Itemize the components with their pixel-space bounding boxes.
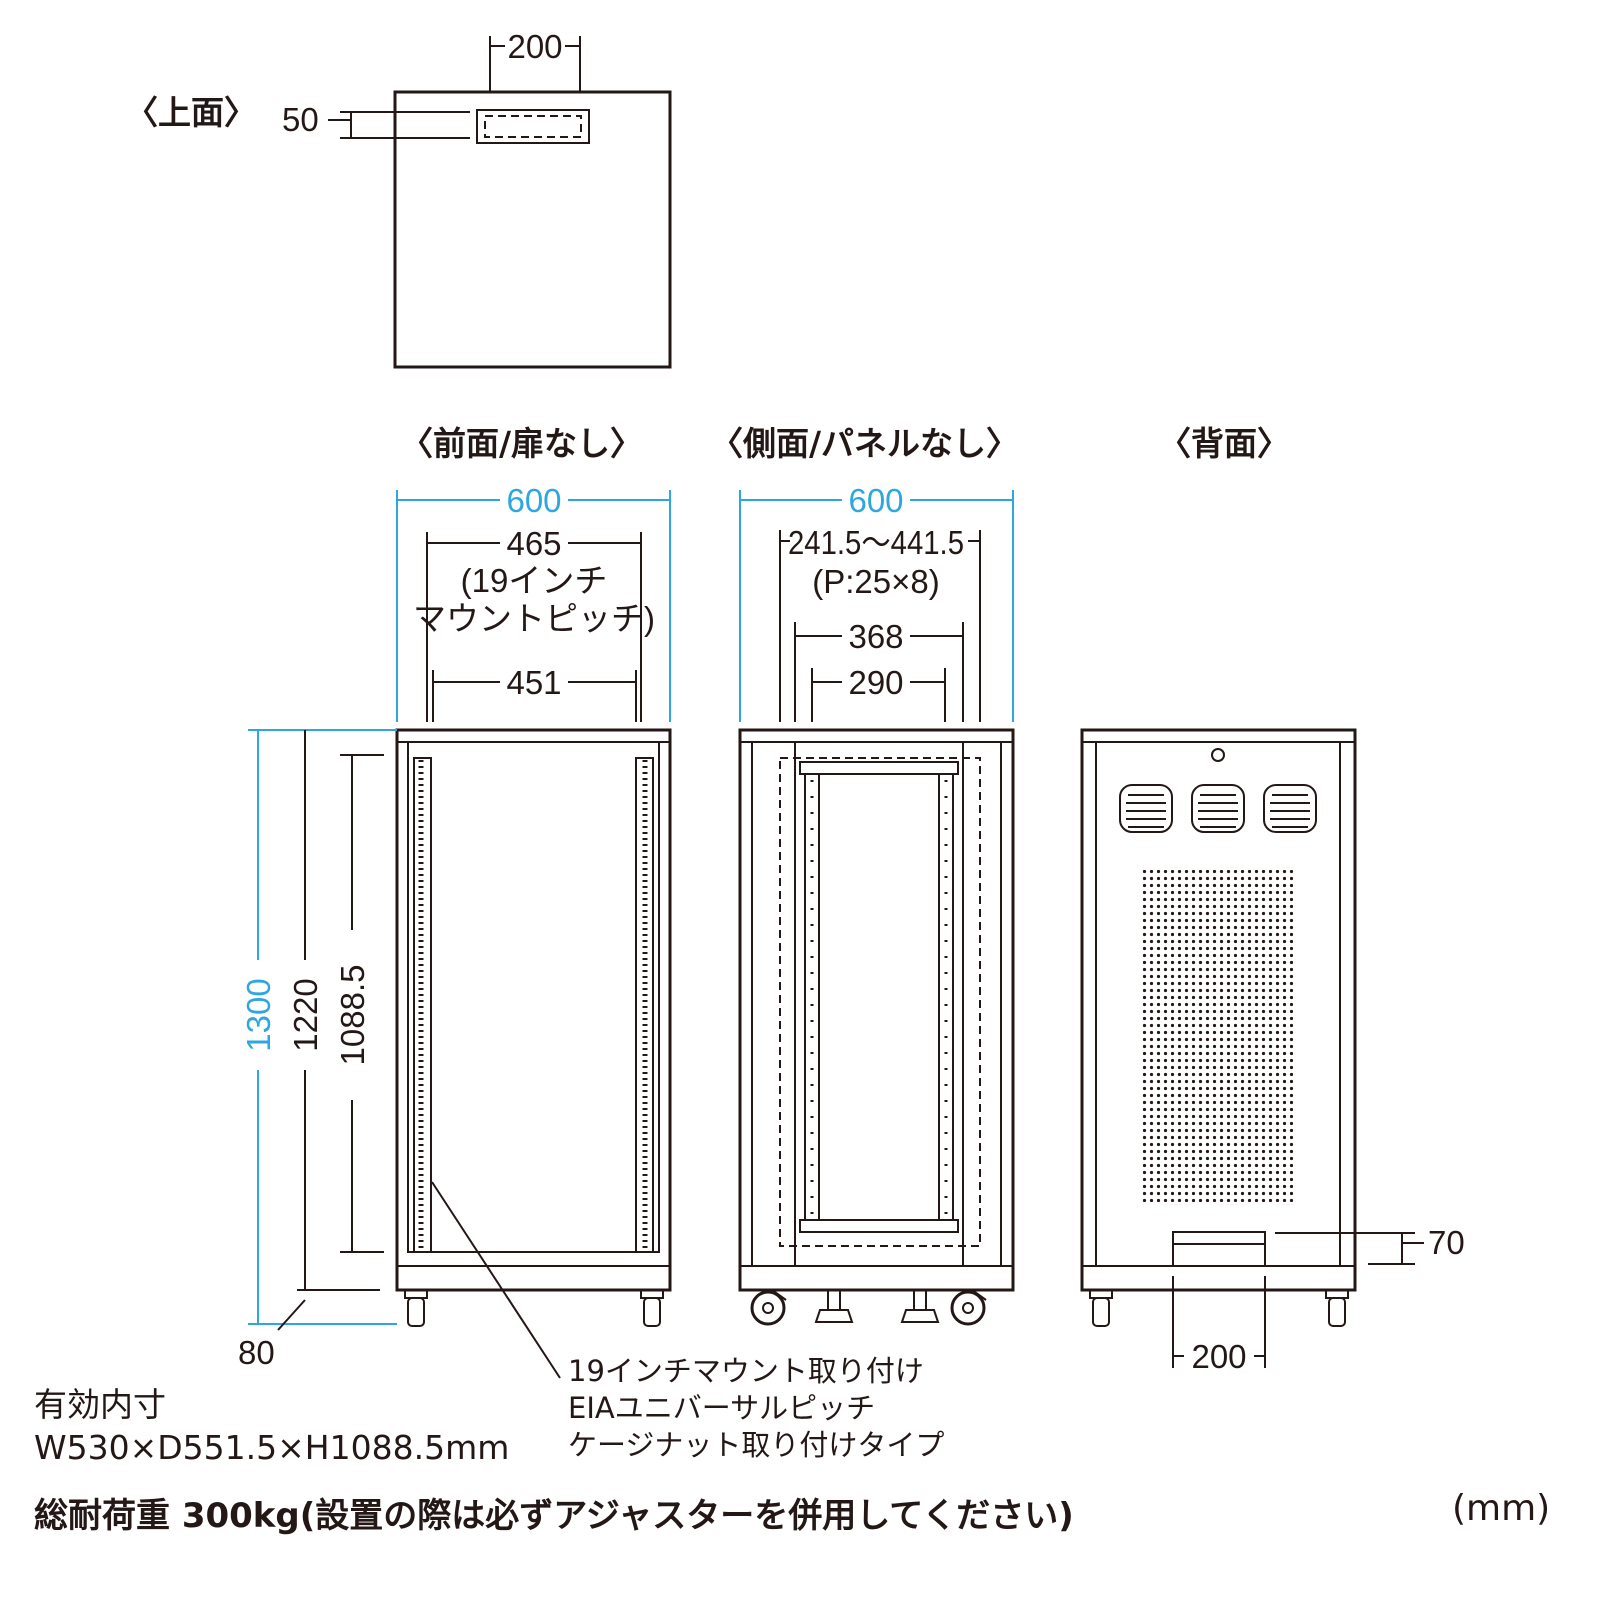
mount-note-line-3: ケージナット取り付けタイプ: [568, 1428, 944, 1462]
side-left-adjuster: [814, 1289, 854, 1323]
height-total-label: 1300: [240, 978, 277, 1051]
height-frame-label: 1220: [287, 978, 324, 1051]
side-view: 600 241.5～441.5 (P:25×8) 368 290: [738, 482, 1015, 1326]
top-view: 〈上面〉 200 50: [125, 28, 672, 369]
rear-fan-grille-center: [1191, 784, 1245, 833]
side-368-label: 368: [848, 618, 903, 655]
rear-perforated-vent: [1142, 870, 1294, 1202]
rear-lock-icon: [1211, 748, 1225, 762]
rear-fan-grille-left: [1119, 784, 1173, 833]
load-note: 総耐荷重 300kg(設置の際は必ずアジャスターを併用してください): [34, 1496, 1074, 1536]
front-right-mount-rail: [635, 757, 654, 1253]
rear-left-caster: [1089, 1289, 1113, 1327]
side-view-title: 〈側面/パネルなし〉: [710, 424, 1019, 463]
unit-label: (mm): [1452, 1488, 1551, 1529]
rear-cabinet-outline: [1080, 728, 1357, 1292]
front-mount-note-1: (19インチ: [461, 562, 608, 599]
mount-note-line-1: 19インチマウント取り付け: [568, 1354, 924, 1388]
front-mount-width-label: 465: [506, 525, 561, 562]
height-mount-label: 1088.5: [334, 965, 371, 1066]
front-inner-width-label: 451: [506, 664, 561, 701]
front-width-label: 600: [506, 482, 561, 519]
top-cable-depth-label: 50: [282, 101, 319, 138]
front-frame: [407, 741, 660, 1253]
side-right-adjuster: [900, 1289, 940, 1323]
front-cabinet-outline: [395, 728, 672, 1292]
side-depth-label: 600: [848, 482, 903, 519]
rear-fan-grille-right: [1263, 784, 1317, 833]
front-left-caster: [404, 1289, 428, 1327]
rear-cable-opening: [1172, 1231, 1266, 1267]
side-cabinet-outline: [738, 728, 1015, 1292]
top-view-title: 〈上面〉: [125, 93, 257, 132]
side-top-crossbar: [799, 761, 959, 775]
front-view-title: 〈前面/扉なし〉: [400, 424, 643, 463]
spec-value: W530×D551.5×H1088.5mm: [34, 1428, 510, 1467]
front-right-caster: [640, 1289, 664, 1327]
rear-view: 70 200: [1080, 728, 1465, 1375]
front-mount-note-2: マウントピッチ): [413, 600, 655, 637]
side-left-rail: [804, 773, 820, 1221]
side-right-caster: [950, 1289, 987, 1326]
mount-note-line-2: EIAユニバーサルピッチ: [568, 1391, 875, 1425]
rear-right-caster: [1325, 1289, 1349, 1327]
rear-view-title: 〈背面〉: [1158, 424, 1290, 463]
top-cable-width-label: 200: [507, 28, 562, 65]
top-panel-outline: [393, 90, 672, 369]
top-cable-cover: [484, 115, 582, 138]
top-cable-opening: [476, 109, 590, 144]
side-right-rail: [938, 773, 954, 1221]
side-adjust-range-label: 241.5～441.5: [788, 524, 964, 561]
front-left-mount-rail: [413, 757, 432, 1253]
rear-cable-height-label: 70: [1428, 1224, 1465, 1261]
side-290-label: 290: [848, 664, 903, 701]
side-adjust-pitch-label: (P:25×8): [812, 563, 940, 600]
front-view: 600 465 (19インチ マウントピッチ) 451: [238, 482, 672, 1379]
rear-cable-width-label: 200: [1191, 1338, 1246, 1375]
side-left-caster: [750, 1289, 787, 1326]
side-bottom-crossbar: [799, 1219, 959, 1233]
side-adjust-range-outline: [779, 757, 981, 1247]
spec-label: 有効内寸: [34, 1385, 166, 1424]
caster-height-label: 80: [238, 1334, 275, 1371]
